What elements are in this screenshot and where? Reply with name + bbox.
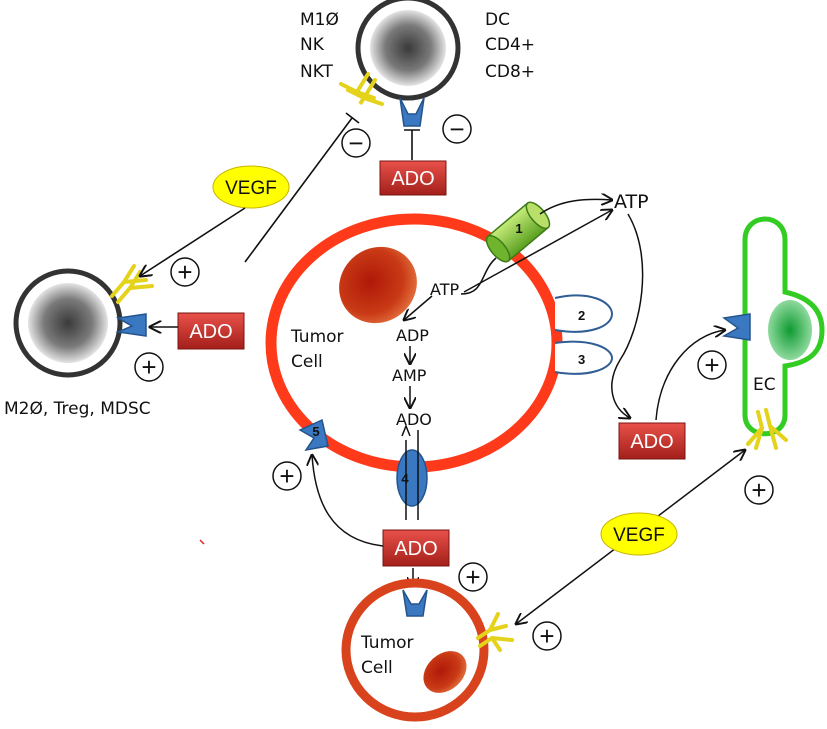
ado-box-top: ADO bbox=[379, 160, 447, 196]
minus-sign-icon: − bbox=[341, 128, 371, 158]
channel-2-number: 2 bbox=[578, 308, 585, 323]
atp-to-ado-arrow bbox=[611, 213, 644, 418]
svg-text:+: + bbox=[539, 621, 554, 651]
svg-text:−: − bbox=[449, 114, 464, 144]
plus-sign-icon: + bbox=[458, 562, 488, 592]
endothelial-cell bbox=[742, 216, 825, 437]
channel-1-number: 1 bbox=[515, 221, 522, 236]
svg-text:VEGF: VEGF bbox=[613, 525, 665, 546]
channel-4-icon bbox=[396, 423, 428, 520]
pathway-ado: ADO bbox=[396, 410, 432, 429]
channel-3-icon bbox=[554, 340, 614, 375]
ec-label: EC bbox=[753, 375, 776, 395]
label-dc: DC bbox=[485, 10, 510, 30]
channel-2-icon bbox=[554, 294, 614, 333]
svg-text:+: + bbox=[465, 562, 480, 592]
plus-sign-icon: + bbox=[272, 461, 302, 491]
svg-text:+: + bbox=[751, 475, 766, 505]
left-cell-label: M2Ø, Treg, MDSC bbox=[4, 399, 151, 419]
top-cell-right-labels: DC CD4+ CD8+ bbox=[485, 10, 535, 82]
vegf-receptor-icon bbox=[476, 612, 514, 652]
plus-sign-icon: + bbox=[744, 475, 774, 505]
plus-sign-icon: + bbox=[170, 257, 200, 287]
svg-text:+: + bbox=[704, 350, 719, 380]
svg-text:+: + bbox=[279, 461, 294, 491]
vegf-ellipse-top: VEGF bbox=[212, 165, 290, 209]
stray-mark bbox=[199, 539, 205, 545]
svg-text:VEGF: VEGF bbox=[225, 178, 277, 199]
svg-text:ADO: ADO bbox=[394, 538, 437, 560]
atp-to-adp-arrow bbox=[404, 295, 433, 320]
svg-text:−: − bbox=[348, 128, 363, 158]
channel-5-icon bbox=[298, 418, 329, 452]
pathway-atp: ATP bbox=[430, 280, 459, 299]
tumor-label-line2: Cell bbox=[291, 352, 323, 372]
label-m1: M1Ø bbox=[300, 10, 339, 30]
svg-text:ADO: ADO bbox=[630, 431, 673, 453]
atp-release-arrow bbox=[463, 210, 612, 293]
ado-inhibition-line bbox=[404, 129, 420, 160]
bottom-tumor-label-line1: Tumor bbox=[360, 633, 414, 653]
atp-to-channel-line bbox=[460, 257, 497, 295]
label-nkt: NKT bbox=[300, 62, 334, 82]
channel-4-number: 4 bbox=[401, 471, 409, 486]
channel-1-icon bbox=[485, 201, 551, 263]
label-nk: NK bbox=[300, 35, 325, 55]
ado-box-right: ADO bbox=[618, 422, 686, 460]
svg-text:+: + bbox=[141, 352, 156, 382]
label-cd8: CD8+ bbox=[485, 62, 535, 82]
vegf-receptor-icon bbox=[746, 408, 788, 450]
vegf-receptor-icon bbox=[339, 72, 384, 106]
pathway-adp: ADP bbox=[396, 326, 429, 345]
plus-sign-icon: + bbox=[532, 621, 562, 651]
ado-to-channel-5-arrow bbox=[312, 455, 384, 547]
extracellular-atp-label: ATP bbox=[614, 191, 649, 213]
svg-text:+: + bbox=[177, 257, 192, 287]
tumor-cell-bottom bbox=[341, 578, 489, 722]
svg-text:ADO: ADO bbox=[189, 321, 232, 343]
vegf-to-left-arrow bbox=[140, 207, 246, 276]
pathway-amp: AMP bbox=[392, 366, 427, 385]
tumor-label-line1: Tumor bbox=[290, 327, 344, 347]
ado-box-bottom: ADO bbox=[382, 529, 450, 567]
channel-3-number: 3 bbox=[578, 352, 585, 367]
top-cell-left-labels: M1Ø NK NKT bbox=[300, 10, 339, 82]
ado-receptor-icon bbox=[721, 313, 751, 341]
ado-receptor-icon bbox=[399, 97, 425, 127]
ado-box-left: ADO bbox=[177, 312, 245, 350]
immune-cell-left bbox=[13, 268, 123, 378]
minus-sign-icon: − bbox=[442, 114, 472, 144]
label-cd4: CD4+ bbox=[485, 35, 535, 55]
svg-text:ADO: ADO bbox=[391, 168, 434, 190]
ado-receptor-icon bbox=[402, 589, 428, 617]
plus-sign-icon: + bbox=[134, 352, 164, 382]
ado-receptor-icon bbox=[115, 313, 147, 337]
vegf-ellipse-bottom: VEGF bbox=[600, 512, 678, 556]
plus-sign-icon: + bbox=[697, 350, 727, 380]
ado-to-ec-arrow bbox=[655, 330, 725, 421]
immune-cell-top bbox=[355, 0, 461, 101]
vegf-receptor-icon bbox=[110, 264, 154, 304]
vegf-inhibition-line bbox=[244, 112, 360, 263]
bottom-tumor-label-line2: Cell bbox=[361, 658, 393, 678]
channel-1-to-atp-arrow bbox=[539, 199, 612, 215]
channel-5-number: 5 bbox=[312, 424, 319, 439]
